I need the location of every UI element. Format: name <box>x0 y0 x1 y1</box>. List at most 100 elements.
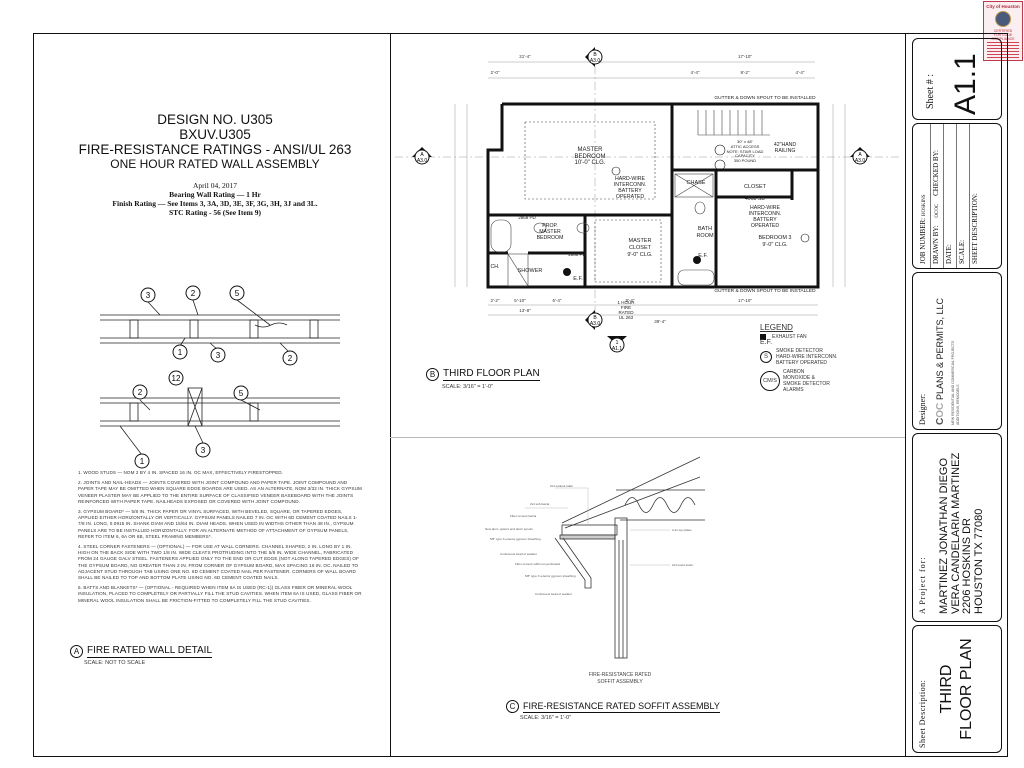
door-tag: 2868 PD <box>518 215 536 220</box>
svg-text:A3.0: A3.0 <box>417 158 428 164</box>
callout-bubble: 5 <box>233 385 249 401</box>
wall-section-marker: 1A1.1 <box>607 336 627 353</box>
rating-line: STC Rating - 56 (See Item 9) <box>168 208 262 217</box>
sheet-number: A1.1 <box>949 53 982 115</box>
dimension: 5'-10" <box>514 298 526 303</box>
soffit-label: Continuous bead of sealant <box>535 592 572 596</box>
rating-line: Bearing Wall Rating — 1 Hr <box>169 190 261 199</box>
assembly-notes: 1. WOOD STUDS — NOM 2 BY 4 IN. SPACED 16… <box>78 470 363 608</box>
note-item: 4. STEEL CORNER FASTENERS — (OPTIONAL) —… <box>78 544 360 581</box>
legend-ef-code: E.F. <box>760 339 773 346</box>
ratings-block: April 04, 2017 Bearing Wall Rating — 1 H… <box>40 181 390 217</box>
soffit-title: C FIRE-RESISTANCE RATED SOFFIT ASSEMBLY <box>506 700 720 713</box>
exhaust-fan-icon <box>760 334 766 340</box>
svg-text:2: 2 <box>288 354 293 363</box>
svg-text:A1.1: A1.1 <box>612 346 623 352</box>
title-block-divider <box>905 33 906 757</box>
design-heading: DESIGN NO. U305 BXUV.U305 FIRE-RESISTANC… <box>40 112 390 172</box>
detail-letter: C <box>506 700 519 713</box>
designer-logo: COC PLANS & PERMITS, LLC <box>935 297 946 425</box>
city-approval-stamp: City of Houston CERTIFIED FOR CODE COMPL… <box>983 1 1023 61</box>
city-seal-icon <box>995 11 1011 27</box>
soffit-assembly-drawing: 2x4 outlook rafter 2x4 sub fascia Fiber … <box>485 456 705 659</box>
rating-line: Finish Rating — See Items 3, 3A, 3D, 3E,… <box>112 199 318 208</box>
wall-section-diagrams: 3 2 5 1 3 2 2 12 5 3 1 <box>100 285 340 469</box>
drawing-sheet-border <box>33 33 1008 757</box>
legend: LEGEND EXHAUST FAN E.F. S SMOKE DETECTOR… <box>760 324 837 393</box>
detail-scale: SCALE: 3/16" = 1'-0" <box>520 715 571 721</box>
row-divider <box>943 124 944 268</box>
dimension: 21'-4" <box>519 54 531 59</box>
sheet-desc-label: SHEET DESCRIPTION: <box>971 193 979 264</box>
note-item: 2. JOINTS AND NAIL-HEADS — JOINTS COVERE… <box>78 480 362 504</box>
room-closet: CLOSET <box>743 184 766 190</box>
callout-bubble: 3 <box>210 347 226 363</box>
dimension: 4'-4" <box>796 70 805 75</box>
svg-text:A3.0: A3.0 <box>590 321 601 327</box>
sheet-description-label: Sheet Description: <box>918 679 927 748</box>
callout-bubble: 3 <box>195 442 211 458</box>
row-divider <box>969 124 970 268</box>
svg-text:1: 1 <box>178 348 183 357</box>
project-label: A Project for: <box>918 556 927 614</box>
svg-text:A3.0: A3.0 <box>855 158 866 164</box>
closet-ch: CH. <box>490 264 500 270</box>
job-row: JOB NUMBER: HOSKINS <box>919 194 927 264</box>
door-tag: 4068 SD <box>744 196 766 202</box>
stamp-fine-print <box>987 42 1019 58</box>
panel-divider <box>390 437 905 438</box>
detail-title: FIRE-RESISTANCE RATED SOFFIT ASSEMBLY <box>523 700 720 713</box>
callout-bubble: 1 <box>172 344 188 360</box>
svg-text:1: 1 <box>616 340 619 346</box>
room-shower: SHOWER <box>517 268 543 274</box>
dimension: 2'-0" <box>491 70 500 75</box>
detail-letter: A <box>70 645 83 658</box>
callout-bubble: 2 <box>132 384 148 400</box>
dimension: 17'-10" <box>738 298 752 303</box>
section-marker: AA3.0 <box>850 147 870 165</box>
scale-label: SCALE: <box>958 239 966 264</box>
svg-text:A: A <box>858 152 862 158</box>
design-code: BXUV.U305 <box>179 127 251 142</box>
row-divider <box>956 124 957 268</box>
callout-bubble: 2 <box>282 350 298 366</box>
soffit-label: Fiber cement soffit non-perforated <box>515 562 560 566</box>
dimension: 6'-4" <box>553 298 562 303</box>
designer-box: Designer: COC PLANS & PERMITS, LLC NEW R… <box>912 272 1002 430</box>
dimension: 17'-10" <box>738 54 752 59</box>
dimension: 39'-4" <box>654 319 666 324</box>
dimension: 2'-2" <box>491 298 500 303</box>
door-tag: 2868 PD <box>568 252 586 257</box>
fire-rating-title: FIRE-RESISTANCE RATINGS - ANSI/UL 263 <box>78 142 352 157</box>
svg-text:1: 1 <box>140 457 145 466</box>
smoke-detector-icon <box>611 166 810 243</box>
detail-scale: SCALE: 3/16" = 1'-0" <box>442 384 493 390</box>
section-marker: BA3.0 <box>585 47 603 67</box>
svg-text:2: 2 <box>191 289 196 298</box>
note-item: 5. BATTS AND BLANKETS* — (OPTIONAL - REQ… <box>78 585 362 603</box>
svg-text:5: 5 <box>239 389 244 398</box>
room-chase: CHASE <box>686 180 706 186</box>
detail-title: FIRE RATED WALL DETAIL <box>87 645 213 658</box>
detail-title: THIRD FLOOR PLAN <box>443 368 540 381</box>
svg-text:12: 12 <box>172 374 181 383</box>
soffit-label: 2x4 wood studs <box>672 563 693 567</box>
section-marker: BA3.0 <box>585 310 603 330</box>
note-item: 3. GYPSUM BOARD* — 5/8 IN. THICK PAPER O… <box>78 509 358 539</box>
floor-plan-title: B THIRD FLOOR PLAN <box>426 368 540 381</box>
gutter-note-bottom: GUTTER & DOWN SPOUT TO BE INSTALLED <box>714 289 816 294</box>
soffit-label: 5/8" type X exterior gypsum sheathing <box>525 574 576 578</box>
